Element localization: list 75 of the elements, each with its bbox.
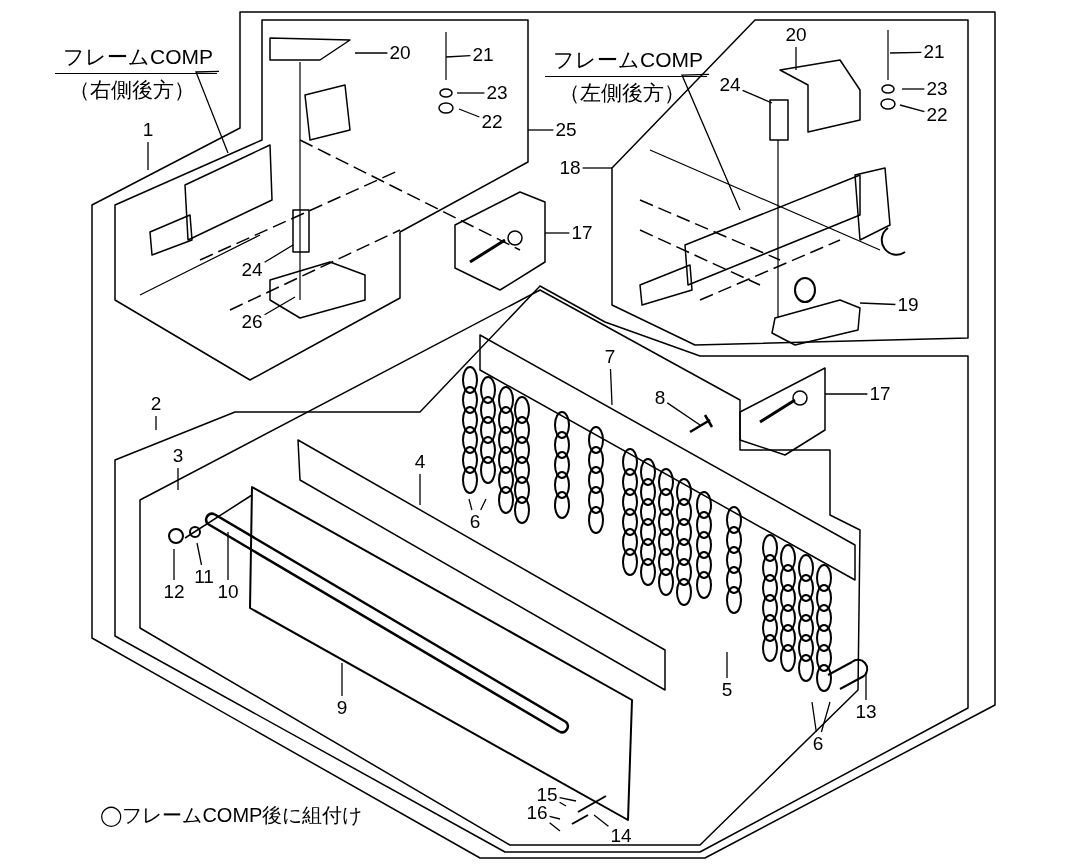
leader-line: [445, 55, 472, 58]
leader-line: [527, 129, 555, 131]
leader-line: [458, 108, 481, 118]
callout-number: 15: [536, 785, 558, 805]
callout-number: 22: [926, 105, 948, 125]
callout-number: 25: [555, 120, 577, 140]
callout-number: 20: [785, 25, 807, 45]
leader-line: [480, 498, 487, 511]
leader-line: [889, 51, 923, 54]
leader-line: [901, 88, 926, 90]
leader-line: [263, 296, 296, 316]
leader-line: [581, 167, 613, 169]
callout-number: 3: [172, 446, 184, 466]
note-text: ◯フレームCOMP後に組付け: [100, 803, 363, 829]
callout-number: 17: [571, 223, 593, 243]
leader-line: [741, 89, 773, 104]
leader-line: [544, 232, 571, 234]
callout-number: 18: [559, 158, 581, 178]
leader-line: [666, 402, 701, 426]
callout-number: 23: [486, 83, 508, 103]
callout-number: 24: [241, 260, 263, 280]
leader-line: [558, 801, 567, 807]
leader-line: [155, 415, 157, 431]
callout-number: 9: [336, 698, 348, 718]
leader-line: [227, 531, 229, 581]
leader-line: [173, 548, 175, 581]
leader-line: [419, 473, 421, 506]
callout-number: 6: [469, 512, 481, 532]
leader-line: [196, 542, 203, 566]
callout-number: 23: [926, 79, 948, 99]
leader-line: [609, 368, 613, 406]
callout-number: 1: [142, 120, 154, 140]
callout-number: 11: [194, 567, 214, 587]
leader-line: [341, 662, 343, 697]
leader-line: [824, 393, 869, 395]
leader-line: [681, 73, 741, 211]
leader-line: [263, 244, 294, 263]
leader-line: [865, 671, 867, 701]
callout-number: 14: [610, 826, 632, 846]
leader-line: [593, 814, 610, 827]
leader-line: [177, 467, 179, 491]
part-label: フレームCOMP （左側後方）: [545, 46, 707, 107]
callout-number: 22: [481, 112, 503, 132]
leader-line: [859, 302, 897, 306]
leader-line: [726, 651, 728, 679]
leader-line: [147, 141, 149, 171]
leader-line: [354, 52, 389, 54]
callout-number: 10: [217, 582, 239, 602]
callout-number: 12: [163, 582, 185, 602]
callout-number: 26: [241, 312, 263, 332]
leader-line: [548, 822, 561, 832]
callout-number: 6: [812, 734, 824, 754]
leader-line: [195, 70, 229, 154]
callout-number: 17: [869, 384, 891, 404]
callout-number: 19: [897, 295, 919, 315]
callout-number: 16: [526, 803, 548, 823]
callout-number: 21: [923, 42, 945, 62]
leader-line: [795, 46, 797, 71]
callout-number: 20: [389, 43, 411, 63]
callout-number: 5: [721, 680, 733, 700]
callout-number: 13: [855, 702, 877, 722]
leader-line: [820, 701, 831, 733]
leader-line: [899, 104, 926, 113]
leader-line: [468, 498, 473, 511]
leader-line: [456, 92, 486, 94]
callout-number: 2: [150, 394, 162, 414]
callout-number: 7: [604, 347, 616, 367]
callout-number: 24: [719, 75, 741, 95]
leader-line: [558, 796, 577, 802]
callout-number: 21: [472, 45, 494, 65]
leader-line: [811, 701, 817, 733]
leader-line: [548, 815, 561, 820]
callout-number: 8: [654, 388, 666, 408]
part-label: フレームCOMP （右側後方）: [55, 43, 217, 104]
callout-number: 4: [414, 452, 426, 472]
